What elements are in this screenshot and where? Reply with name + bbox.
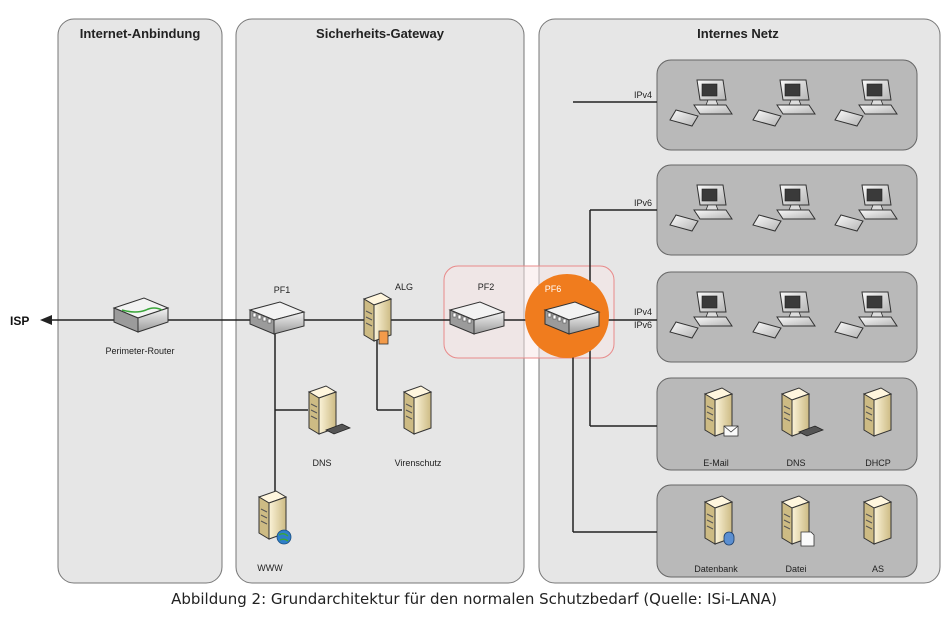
pf2-label: PF2	[478, 282, 495, 292]
router-icon	[112, 297, 170, 333]
dhcp-label: DHCP	[865, 458, 891, 468]
zone-internal-title: Internes Netz	[697, 26, 779, 41]
datei-label: Datei	[785, 564, 806, 574]
dualstack-ipv4-label: IPv4	[634, 307, 652, 317]
router-label: Perimeter-Router	[105, 346, 174, 356]
database-server-icon	[704, 495, 735, 546]
virenschutz-label: Virenschutz	[395, 458, 442, 468]
dns-server-icon	[781, 387, 824, 437]
app-server-icon	[863, 495, 892, 545]
as-label: AS	[872, 564, 884, 574]
ipv4-label: IPv4	[634, 90, 652, 100]
lan-dns-label: DNS	[786, 458, 805, 468]
architecture-diagram: Internet-Anbindung Sicherheits-Gateway I…	[10, 18, 941, 584]
www-label: WWW	[257, 563, 283, 573]
alg-server-icon	[363, 292, 392, 345]
www-server-icon	[258, 490, 292, 545]
virenschutz-server-icon	[403, 385, 432, 435]
ipv6-label: IPv6	[634, 198, 652, 208]
file-server-icon	[781, 495, 815, 547]
zone-gateway-title: Sicherheits-Gateway	[316, 26, 445, 41]
gw-dns-label: DNS	[312, 458, 331, 468]
email-label: E-Mail	[703, 458, 729, 468]
isp-label: ISP	[10, 314, 29, 328]
datenbank-label: Datenbank	[694, 564, 738, 574]
zone-internet-title: Internet-Anbindung	[80, 26, 201, 41]
figure-caption: Abbildung 2: Grundarchitektur für den no…	[171, 590, 777, 608]
email-server-icon	[704, 387, 739, 437]
alg-label: ALG	[395, 282, 413, 292]
isp-arrow-icon	[40, 315, 52, 325]
dns-server-icon	[308, 385, 351, 435]
dhcp-server-icon	[863, 387, 892, 437]
pf1-label: PF1	[274, 285, 291, 295]
dualstack-ipv6-label: IPv6	[634, 320, 652, 330]
pf6-label: PF6	[545, 284, 562, 294]
